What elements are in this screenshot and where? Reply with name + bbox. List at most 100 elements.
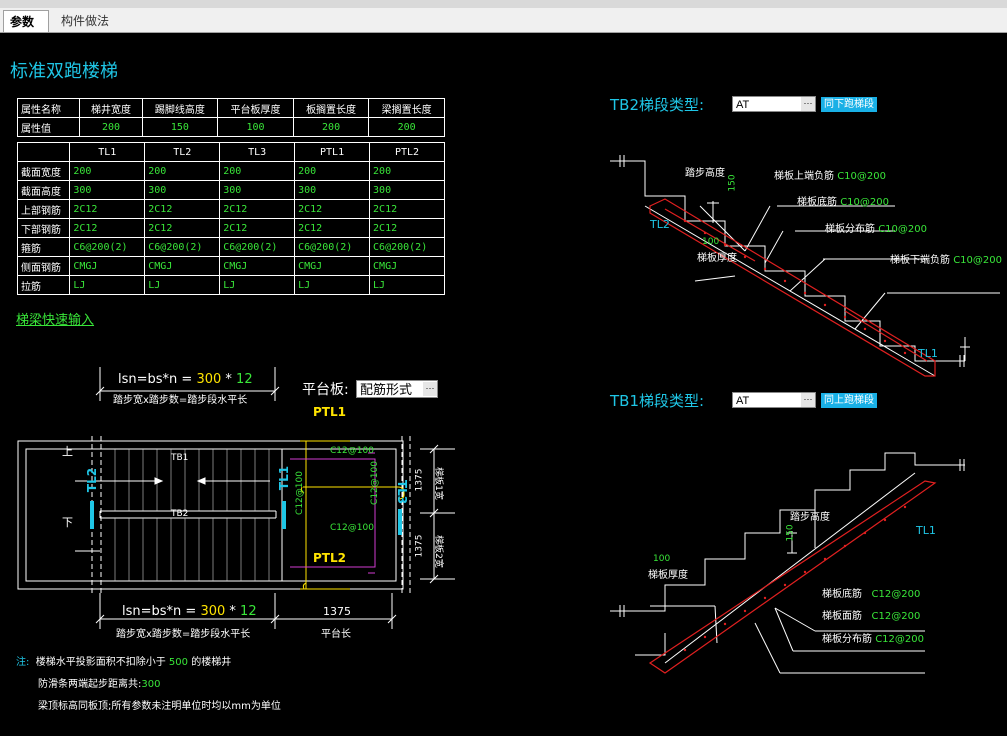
cell-value[interactable]: 200 — [294, 161, 371, 181]
cell-value[interactable]: C6@200(2) — [219, 237, 296, 257]
cell-value[interactable]: 200 — [144, 161, 221, 181]
formula-n: 12 — [240, 604, 257, 619]
cell-value[interactable]: 300 — [294, 180, 371, 200]
corner-cell — [16, 142, 71, 162]
cell-value[interactable]: LJ — [219, 275, 296, 295]
cell-value[interactable]: 2C12 — [219, 199, 296, 219]
row-label: 属性值 — [16, 117, 81, 137]
header-cell: 梁搁置长度 — [368, 98, 445, 118]
rebar-name: 梯板分布筋 — [822, 634, 872, 645]
cell-value[interactable]: CMGJ — [369, 256, 445, 276]
tb2-step-height-label: 踏步高度 — [685, 168, 725, 179]
cell-value[interactable]: 2C12 — [144, 218, 221, 238]
same-as-upper-button[interactable]: 同上跑梯段 — [821, 393, 877, 408]
prop-value-beam-bearing[interactable]: 200 — [368, 117, 445, 137]
cell-value[interactable]: 2C12 — [69, 199, 146, 219]
cell-value[interactable]: 300 — [219, 180, 296, 200]
cell-value[interactable]: CMGJ — [69, 256, 146, 276]
slab2-width-label: 梯板2宽 — [432, 535, 443, 568]
cell-value[interactable]: 2C12 — [294, 199, 371, 219]
tab-component-method[interactable]: 构件做法 — [61, 14, 110, 28]
cell-value[interactable]: 2C12 — [144, 199, 221, 219]
prop-value-stairwell-width[interactable]: 200 — [79, 117, 143, 137]
tb2-thickness-label: 梯板厚度 — [697, 253, 737, 264]
column-header: TL1 — [69, 142, 146, 162]
header-cell: 平台板厚度 — [217, 98, 294, 118]
beam-quick-input-link[interactable]: 梯梁快速输入 — [16, 313, 95, 328]
row-label: 拉筋 — [16, 275, 71, 295]
tb2-tl2-label: TL2 — [650, 218, 670, 231]
tb1-top-rebar: 梯板面筋 C12@200 — [822, 607, 920, 622]
note-line-2: 防滑条两端起步距离共:300 — [38, 675, 160, 690]
note-text: 防滑条两端起步距离共: — [38, 679, 142, 690]
cell-value[interactable]: LJ — [369, 275, 445, 295]
header-cell: 属性名称 — [16, 98, 81, 118]
ptl1-label: PTL1 — [313, 405, 346, 419]
tb2-type-select[interactable]: AT ··· — [732, 96, 816, 112]
cell-value[interactable]: LJ — [144, 275, 221, 295]
table-row: 属性名称 梯井宽度 踢脚线高度 平台板厚度 板搁置长度 梁搁置长度 — [16, 98, 445, 118]
same-as-lower-button[interactable]: 同下跑梯段 — [821, 97, 877, 112]
tb1-type-select[interactable]: AT ··· — [732, 392, 816, 408]
cell-value[interactable]: 300 — [144, 180, 221, 200]
prop-value-platform-thickness[interactable]: 100 — [217, 117, 294, 137]
header-cell: 梯井宽度 — [79, 98, 143, 118]
cell-value[interactable]: LJ — [294, 275, 371, 295]
ellipsis-icon[interactable]: ··· — [423, 382, 437, 396]
note-prefix: 注: — [16, 657, 30, 668]
cell-value[interactable]: 200 — [369, 161, 445, 181]
cell-value[interactable]: C6@200(2) — [294, 237, 371, 257]
rebar-name: 梯板底筋 — [797, 197, 837, 208]
cell-value[interactable]: 2C12 — [219, 218, 296, 238]
tread-lines — [114, 449, 270, 581]
ellipsis-icon[interactable]: ··· — [801, 97, 815, 111]
cell-value[interactable]: 300 — [69, 180, 146, 200]
prop-value-kickline-height[interactable]: 150 — [141, 117, 219, 137]
cell-value[interactable]: 200 — [219, 161, 296, 181]
tb1-thickness-label: 梯板厚度 — [648, 570, 688, 581]
cell-value[interactable]: CMGJ — [219, 256, 296, 276]
rebar-bottom-label: C12@100 — [330, 523, 374, 533]
tb1-type-label: TB1梯段类型: — [610, 392, 705, 410]
table-row: TL1 TL2 TL3 PTL1 PTL2 — [16, 142, 445, 162]
header-cell: 踢脚线高度 — [141, 98, 219, 118]
cell-value[interactable]: 2C12 — [69, 218, 146, 238]
row-label: 箍筋 — [16, 237, 71, 257]
platform-rebar-yellow — [300, 440, 405, 590]
cell-value[interactable]: C6@200(2) — [69, 237, 146, 257]
tb2-section-drawing — [610, 155, 1000, 377]
cell-value[interactable]: 2C12 — [369, 199, 445, 219]
direction-arrows — [75, 477, 270, 552]
cell-value[interactable]: 2C12 — [294, 218, 371, 238]
note-text: 楼梯水平投影面积不扣除小于 — [35, 657, 166, 668]
rebar-left-label: C12@100 — [294, 471, 305, 515]
formula-top-caption: 踏步宽x踏步数=踏步段水平长 — [113, 395, 248, 406]
cell-value[interactable]: CMGJ — [144, 256, 221, 276]
cell-value[interactable]: 200 — [69, 161, 146, 181]
prop-value-slab-bearing[interactable]: 200 — [292, 117, 370, 137]
ellipsis-icon[interactable]: ··· — [801, 393, 815, 407]
cell-value[interactable]: LJ — [69, 275, 146, 295]
cell-value[interactable]: C6@200(2) — [144, 237, 221, 257]
platform-rebar-select[interactable]: 配筋形式 ··· — [356, 380, 438, 398]
tb2-low-neg-rebar: 梯板下端负筋 C10@200 — [890, 251, 1002, 266]
cell-value[interactable]: CMGJ — [294, 256, 371, 276]
tb2-top-neg-rebar: 梯板上端负筋 C10@200 — [774, 167, 886, 182]
cell-value[interactable]: 300 — [369, 180, 445, 200]
tab-param-diagram[interactable]: 参数图 — [3, 10, 49, 51]
row-label: 侧面钢筋 — [16, 256, 71, 276]
tb2-dist-rebar: 梯板分布筋 C10@200 — [825, 220, 927, 235]
header-cell: 板搁置长度 — [292, 98, 370, 118]
rebar-spec: C12@200 — [871, 611, 921, 622]
tb2-tl1-label: TL1 — [918, 347, 938, 360]
column-header: PTL1 — [294, 142, 371, 162]
property-table: 属性名称 梯井宽度 踢脚线高度 平台板厚度 板搁置长度 梁搁置长度 属性值 20… — [16, 98, 445, 137]
cell-value[interactable]: C6@200(2) — [369, 237, 445, 257]
rebar-name: 梯板面筋 — [822, 611, 862, 622]
cell-value[interactable]: 2C12 — [369, 218, 445, 238]
tb1-dist-rebar: 梯板分布筋 C12@200 — [822, 630, 924, 645]
